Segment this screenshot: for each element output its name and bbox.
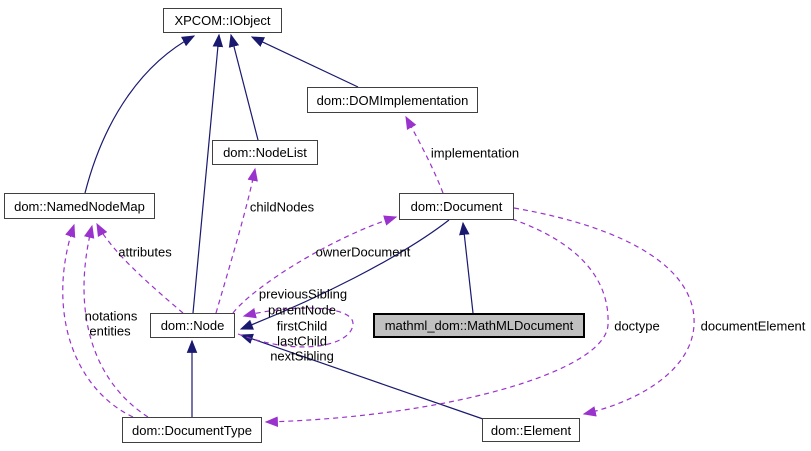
edge-node-to-iobject bbox=[192, 33, 224, 314]
class-box-dom-documenttype[interactable]: dom::DocumentType bbox=[122, 417, 262, 443]
edge-label-childnodes: childNodes bbox=[249, 199, 315, 215]
edge-notations bbox=[83, 224, 149, 418]
edge-label-notations: notations bbox=[84, 308, 138, 324]
edge-document-to-node bbox=[239, 219, 450, 330]
edge-nodelist-to-iobject bbox=[228, 33, 259, 141]
class-box-dom-document[interactable]: dom::Document bbox=[399, 193, 514, 220]
class-box-mathml-dom-mathmldocument[interactable]: mathml_dom::MathMLDocument bbox=[373, 313, 585, 338]
edge-doctype bbox=[264, 218, 609, 427]
edge-label-firstchild: firstChild bbox=[276, 318, 328, 334]
edge-ownerdocument bbox=[232, 215, 398, 314]
edge-element-to-node bbox=[239, 333, 484, 420]
edge-label-implementation: implementation bbox=[430, 145, 520, 161]
edge-label-ownerdocument: ownerDocument bbox=[315, 244, 411, 260]
edge-domimplementation-to-iobject bbox=[250, 36, 359, 88]
class-box-dom-element[interactable]: dom::Element bbox=[482, 418, 580, 442]
edge-label-documentelement: documentElement bbox=[700, 318, 806, 334]
edge-label-entities: entities bbox=[89, 323, 131, 339]
edge-attributes bbox=[96, 222, 184, 314]
edge-node-self-loop bbox=[237, 307, 354, 348]
edge-implementation bbox=[405, 115, 444, 194]
edge-label-previoussibling: previousSibling bbox=[258, 286, 348, 302]
class-box-xpcom-iobject[interactable]: XPCOM::IObject bbox=[163, 8, 282, 33]
class-box-dom-node[interactable]: dom::Node bbox=[150, 313, 235, 338]
class-box-dom-namednodemap[interactable]: dom::NamedNodeMap bbox=[4, 193, 155, 219]
edge-entities bbox=[62, 223, 134, 418]
class-box-dom-nodelist[interactable]: dom::NodeList bbox=[212, 140, 318, 165]
edge-childnodes bbox=[215, 167, 258, 314]
edge-documentelement bbox=[513, 207, 695, 417]
class-box-dom-domimplementation[interactable]: dom::DOMImplementation bbox=[307, 87, 478, 113]
edge-label-parentnode: parentNode bbox=[268, 302, 336, 318]
edge-label-doctype: doctype bbox=[614, 318, 660, 334]
edge-namednodemap-to-iobject bbox=[84, 35, 196, 194]
edge-label-lastchild: lastChild bbox=[277, 333, 327, 349]
edge-mathmldocument-to-document bbox=[459, 221, 474, 314]
edge-label-attributes: attributes bbox=[118, 244, 172, 260]
edge-label-nextsibling: nextSibling bbox=[270, 348, 334, 364]
